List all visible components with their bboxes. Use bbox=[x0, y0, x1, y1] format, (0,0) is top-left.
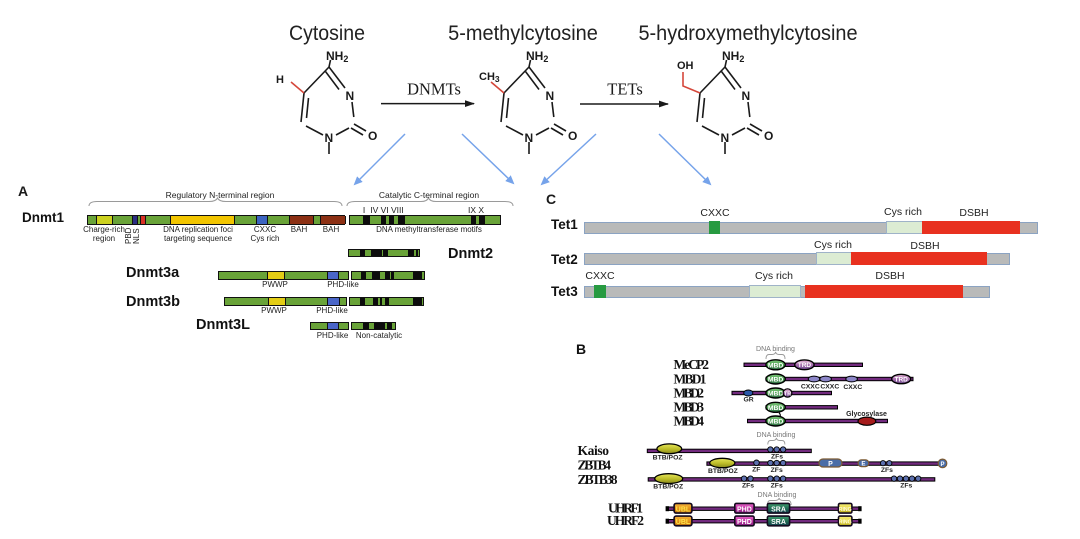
svg-text:DNMTs: DNMTs bbox=[407, 80, 461, 99]
svg-text:ZFs: ZFs bbox=[742, 483, 754, 490]
svg-text:I: I bbox=[363, 205, 365, 215]
svg-text:GR: GR bbox=[743, 397, 753, 404]
svg-text:E: E bbox=[861, 460, 865, 467]
svg-text:ZFs: ZFs bbox=[900, 483, 912, 490]
svg-text:MBD1: MBD1 bbox=[674, 372, 707, 387]
svg-text:DNA binding: DNA binding bbox=[756, 346, 795, 353]
svg-text:BTB/POZ: BTB/POZ bbox=[708, 468, 738, 475]
svg-text:ZBTB4: ZBTB4 bbox=[578, 458, 612, 473]
svg-text:UHRF2: UHRF2 bbox=[607, 513, 644, 528]
svg-text:MBD: MBD bbox=[768, 405, 784, 412]
svg-text:ZFs: ZFs bbox=[771, 483, 783, 490]
svg-text:P: P bbox=[828, 461, 833, 468]
svg-text:OH: OH bbox=[677, 60, 694, 72]
svg-text:MBD: MBD bbox=[768, 419, 784, 426]
svg-text:IV VI VIII: IV VI VIII bbox=[370, 205, 404, 215]
svg-text:Regulatory N-terminal region: Regulatory N-terminal region bbox=[166, 190, 275, 200]
svg-text:IX X: IX X bbox=[468, 205, 484, 215]
svg-text:SRA: SRA bbox=[771, 519, 786, 526]
svg-text:Glycosylase: Glycosylase bbox=[846, 411, 887, 418]
svg-text:ZF: ZF bbox=[752, 467, 760, 474]
svg-text:TR: TR bbox=[784, 391, 791, 397]
svg-text:MeCP2: MeCP2 bbox=[674, 357, 710, 372]
svg-text:DNA binding: DNA binding bbox=[757, 432, 796, 439]
svg-text:ZFs: ZFs bbox=[771, 467, 783, 474]
svg-text:TRD: TRD bbox=[895, 376, 909, 383]
svg-text:CH3: CH3 bbox=[479, 71, 500, 84]
svg-text:ZBTB38: ZBTB38 bbox=[578, 472, 618, 487]
svg-text:BTB/POZ: BTB/POZ bbox=[653, 455, 683, 462]
svg-text:Kaiso: Kaiso bbox=[578, 443, 610, 458]
svg-text:B: B bbox=[576, 341, 586, 357]
svg-text:BTB/POZ: BTB/POZ bbox=[653, 484, 683, 491]
svg-text:RING: RING bbox=[839, 520, 852, 526]
svg-text:UBL: UBL bbox=[676, 506, 691, 513]
svg-text:UBL: UBL bbox=[676, 519, 691, 526]
svg-text:RING: RING bbox=[839, 507, 852, 513]
svg-text:SRA: SRA bbox=[771, 506, 786, 513]
svg-text:ZFs: ZFs bbox=[881, 467, 893, 474]
svg-text:PHD: PHD bbox=[737, 506, 752, 513]
svg-text:CXXC: CXXC bbox=[843, 384, 862, 391]
svg-text:MBD2: MBD2 bbox=[674, 386, 705, 401]
svg-text:DNA binding: DNA binding bbox=[758, 492, 797, 499]
svg-text:MBD: MBD bbox=[768, 377, 784, 384]
svg-text:MBD: MBD bbox=[768, 391, 784, 398]
svg-text:ZFs: ZFs bbox=[771, 454, 783, 461]
svg-text:Catalytic C-terminal region: Catalytic C-terminal region bbox=[379, 190, 479, 200]
svg-text:UHRF1: UHRF1 bbox=[608, 501, 643, 516]
svg-text:TRD: TRD bbox=[798, 362, 812, 369]
svg-text:TETs: TETs bbox=[607, 80, 643, 99]
svg-text:CXXC: CXXC bbox=[801, 383, 820, 390]
svg-text:MBD3: MBD3 bbox=[674, 400, 705, 415]
svg-text:H: H bbox=[276, 74, 284, 86]
svg-text:MBD4: MBD4 bbox=[674, 414, 705, 429]
svg-text:MBD: MBD bbox=[768, 362, 784, 369]
svg-text:P: P bbox=[940, 462, 944, 468]
svg-text:PHD: PHD bbox=[737, 519, 752, 526]
svg-text:CXXC: CXXC bbox=[820, 383, 839, 390]
